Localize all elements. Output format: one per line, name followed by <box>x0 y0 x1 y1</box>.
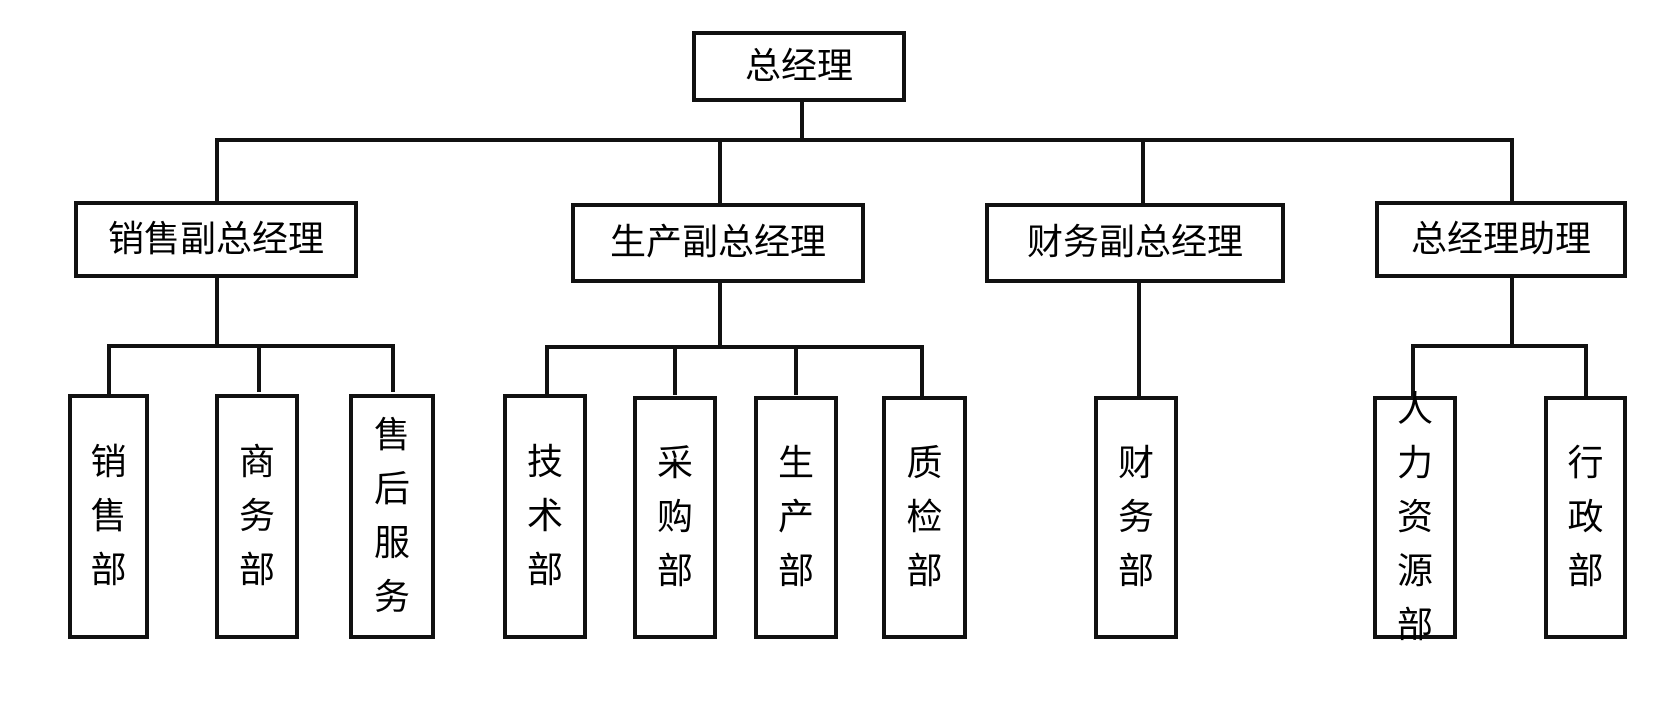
connector-line <box>1141 138 1145 204</box>
connector-line <box>107 344 395 348</box>
node-label: 生产部 <box>778 442 815 592</box>
node-label: 总经理 <box>744 45 853 87</box>
connector-line <box>545 345 549 395</box>
node-label: 技术部 <box>527 441 564 591</box>
node-department: 技术部 <box>503 394 587 639</box>
node-label: 行政部 <box>1567 442 1604 592</box>
node-label: 销售副总经理 <box>107 218 324 260</box>
connector-line <box>545 345 924 349</box>
node-department: 销售部 <box>68 394 149 639</box>
node-label: 售后服务 <box>374 414 411 618</box>
connector-line <box>800 98 804 140</box>
connector-line <box>673 345 677 395</box>
connector-line <box>1137 281 1141 397</box>
node-gm-assistant: 总经理助理 <box>1375 201 1627 278</box>
node-label: 销售部 <box>90 441 127 591</box>
node-label: 财务副总经理 <box>1026 222 1243 264</box>
connector-line <box>718 138 722 204</box>
connector-line <box>215 138 219 202</box>
connector-line <box>1510 276 1514 346</box>
node-department: 财务部 <box>1094 396 1178 639</box>
connector-line <box>391 344 395 392</box>
node-department: 采购部 <box>633 396 717 639</box>
node-department: 商务部 <box>215 394 299 639</box>
node-department: 质检部 <box>882 396 967 639</box>
node-department: 人力资源部 <box>1373 389 1457 646</box>
connector-line <box>215 138 1514 142</box>
node-label: 人力资源部 <box>1397 388 1434 646</box>
node-department: 售后服务 <box>349 394 435 639</box>
connector-line <box>718 281 722 347</box>
node-sales-vp: 销售副总经理 <box>74 201 358 278</box>
connector-line <box>215 276 219 346</box>
connector-line <box>1584 344 1588 396</box>
node-general-manager: 总经理 <box>692 31 906 102</box>
connector-line <box>794 345 798 395</box>
connector-line <box>1411 344 1588 348</box>
connector-line <box>107 344 111 396</box>
connector-line <box>1510 138 1514 204</box>
connector-line <box>1411 344 1415 396</box>
node-label: 生产副总经理 <box>609 222 826 264</box>
node-label: 总经理助理 <box>1410 218 1591 260</box>
node-department: 生产部 <box>754 396 838 639</box>
node-label: 采购部 <box>657 442 694 592</box>
connector-line <box>257 344 261 392</box>
node-label: 质检部 <box>906 442 943 592</box>
node-finance-vp: 财务副总经理 <box>985 203 1285 283</box>
connector-line <box>920 345 924 397</box>
node-production-vp: 生产副总经理 <box>571 203 865 283</box>
node-label: 财务部 <box>1118 442 1155 592</box>
node-label: 商务部 <box>239 441 276 591</box>
node-department: 行政部 <box>1544 396 1627 639</box>
